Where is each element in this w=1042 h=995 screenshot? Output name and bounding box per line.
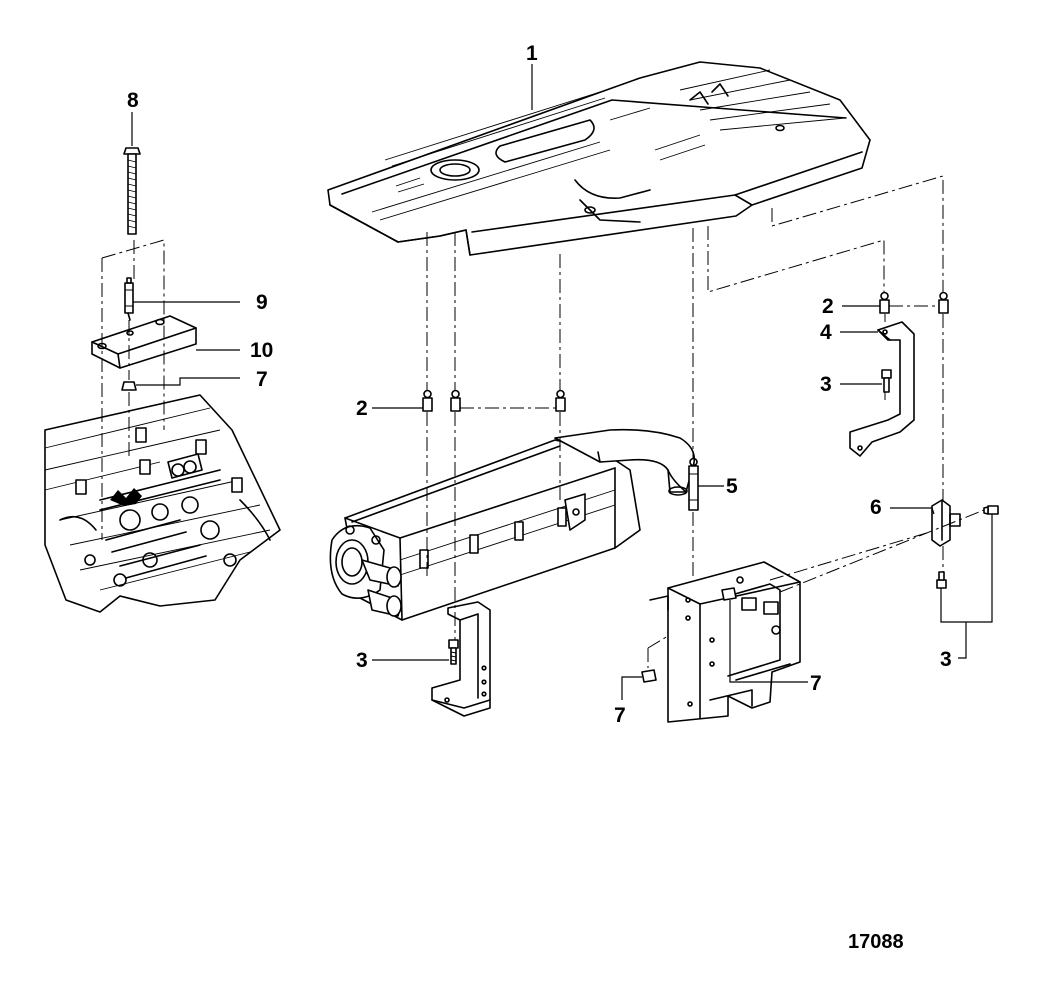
assembly-lines: [101, 175, 985, 668]
part-nut-left: [121, 377, 240, 391]
part-cover: [327, 61, 871, 256]
part-support-bracket-left: [431, 601, 491, 717]
callout-3-left: 3: [356, 649, 368, 672]
part-intercooler: [329, 428, 696, 621]
part-bolt-bracket: [840, 369, 892, 393]
callout-2-left: 2: [356, 397, 368, 420]
callout-1: 1: [526, 42, 538, 65]
part-long-stud: [688, 457, 724, 511]
part-long-bracket: [840, 321, 915, 457]
callout-6: 6: [870, 496, 882, 519]
part-mounting-plate: [649, 561, 801, 723]
callout-7-left: 7: [256, 368, 268, 391]
part-nut-plate: [721, 587, 808, 683]
part-spacers: [372, 291, 949, 412]
part-bolts-right: [936, 505, 999, 659]
callout-2-right: 2: [822, 295, 834, 318]
part-engine-block: [44, 394, 281, 613]
part-clip: [890, 499, 961, 547]
part-nut-lower: [621, 669, 657, 700]
part-stud: [124, 277, 240, 321]
callout-7-plate: 7: [810, 672, 822, 695]
part-bolt-left: [372, 639, 459, 665]
callout-3-bracket: 3: [820, 373, 832, 396]
callouts: 1 8 9 10 7 2 2 4 3 5 6 3 3 7 7: [127, 42, 952, 727]
callout-9: 9: [256, 291, 268, 314]
callout-8: 8: [127, 89, 139, 112]
callout-5: 5: [726, 475, 738, 498]
callout-10: 10: [250, 339, 273, 362]
part-long-bolt: [123, 112, 141, 235]
drawing-number: 17088: [848, 931, 904, 953]
part-bracket-plate: [91, 315, 240, 369]
callout-4: 4: [820, 321, 832, 344]
callout-3-right: 3: [940, 648, 952, 671]
callout-7-lower: 7: [614, 704, 626, 727]
